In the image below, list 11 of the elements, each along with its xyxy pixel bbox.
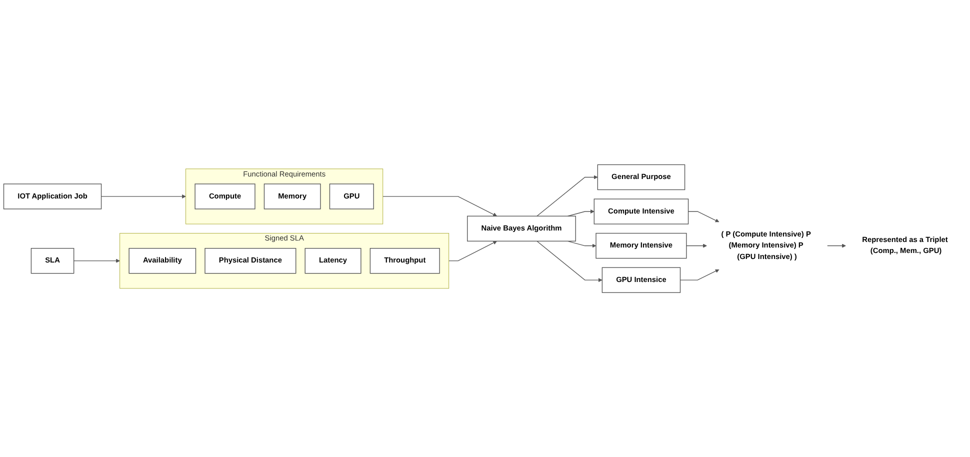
arrow xyxy=(826,244,846,248)
arrow xyxy=(688,211,720,222)
arrow xyxy=(536,175,598,216)
arrow xyxy=(686,244,707,248)
arrow xyxy=(100,194,186,198)
arrow xyxy=(536,240,602,282)
arrow xyxy=(567,240,596,248)
arrow xyxy=(73,258,120,263)
arrow xyxy=(680,269,720,280)
arrow xyxy=(382,196,498,216)
arrow xyxy=(448,240,498,262)
